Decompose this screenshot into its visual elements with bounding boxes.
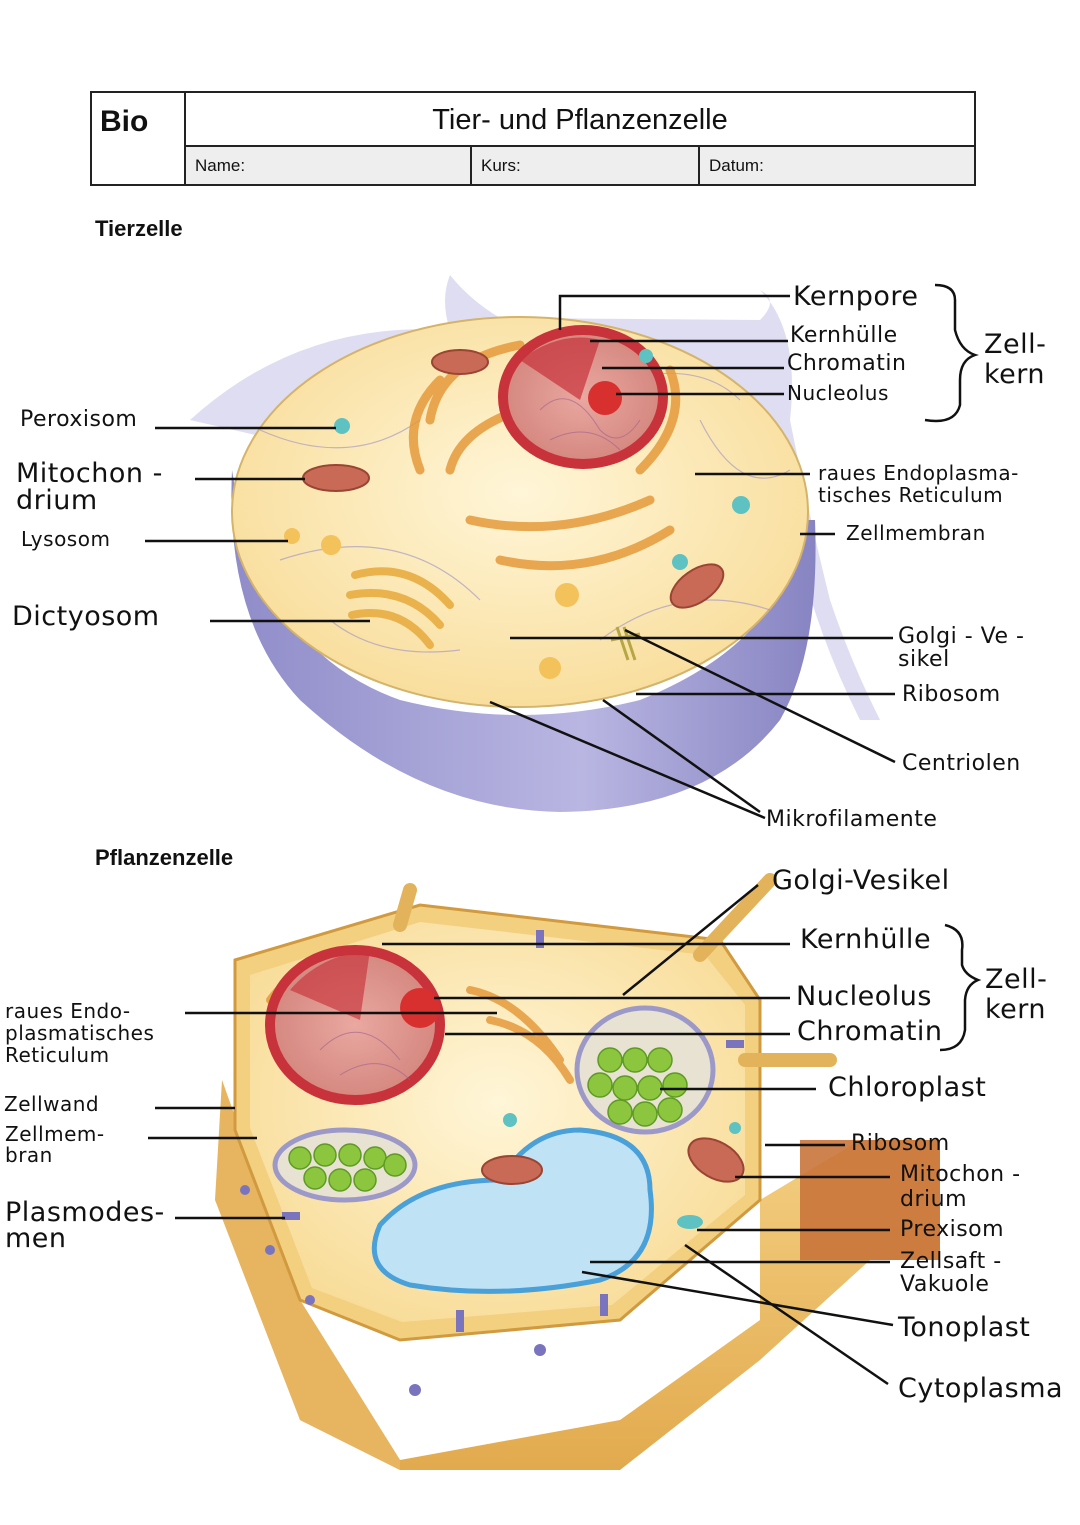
worksheet-header: Bio Tier- und Pflanzenzelle Name: Kurs: … [90,91,976,186]
label-raues-er-plant: raues Endo- plasmatisches Reticulum [5,999,155,1067]
label-kernhuelle-plant: Kernhülle [800,924,932,955]
datum-field[interactable]: Datum: [700,147,974,184]
label-dictyosom: Dictyosom [12,601,160,632]
plant-leader-lines [148,884,982,1386]
kurs-field[interactable]: Kurs: [472,147,700,184]
subject-label: Bio [100,105,149,138]
label-ribosom-plant: Ribosom [851,1131,950,1156]
label-cytoplasma: Cytoplasma [898,1373,1064,1404]
label-zellkern: Zell- kern [984,329,1047,390]
label-zellkern-plant: Zell- kern [985,964,1048,1025]
label-nucleolus: Nucleolus [787,381,889,405]
label-chromatin: Chromatin [787,351,907,376]
label-mikrofilamente: Mikrofilamente [766,807,938,832]
section-title-tierzelle: Tierzelle [95,216,183,241]
plant-cell-illustration [215,873,940,1470]
label-mitochondrium: Mitochon - drium [16,458,163,516]
label-mitochondrium-plant: Mitochon - drium [900,1162,1021,1213]
label-chromatin-plant: Chromatin [797,1016,943,1047]
label-tonoplast: Tonoplast [898,1312,1031,1343]
label-peroxisom: Peroxisom [20,407,138,432]
label-zellwand: Zellwand [4,1092,100,1116]
animal-cell-illustration [190,275,880,812]
label-nucleolus-plant: Nucleolus [796,981,932,1012]
name-field[interactable]: Name: [186,147,472,184]
subject-cell: Bio [92,93,186,184]
animal-leader-lines [145,283,979,820]
label-centriolen: Centriolen [902,751,1021,776]
label-zellmembran: Zellmembran [846,521,986,545]
label-golgi-vesikel-plant: Golgi-Vesikel [772,865,950,896]
label-zellmembran-plant: Zellmem- bran [5,1122,105,1167]
label-kernpore: Kernpore [793,281,919,312]
label-ribosom: Ribosom [902,682,1001,707]
label-peroxisom-plant: Prexisom [900,1217,1005,1242]
label-lysosom: Lysosom [21,527,111,551]
label-kernhuelle: Kernhülle [790,323,898,348]
label-zellsaft-vakuole: Zellsaft - Vakuole [900,1249,1002,1298]
label-golgi-vesikel: Golgi - Ve - sikel [898,624,1025,673]
label-chloroplast: Chloroplast [828,1072,987,1103]
worksheet-title: Tier- und Pflanzenzelle [186,93,974,147]
label-raues-er: raues Endoplasma- tisches Reticulum [818,461,1019,507]
section-title-pflanzenzelle: Pflanzenzelle [95,845,234,870]
label-plasmodesmen: Plasmodes- men [5,1197,165,1254]
